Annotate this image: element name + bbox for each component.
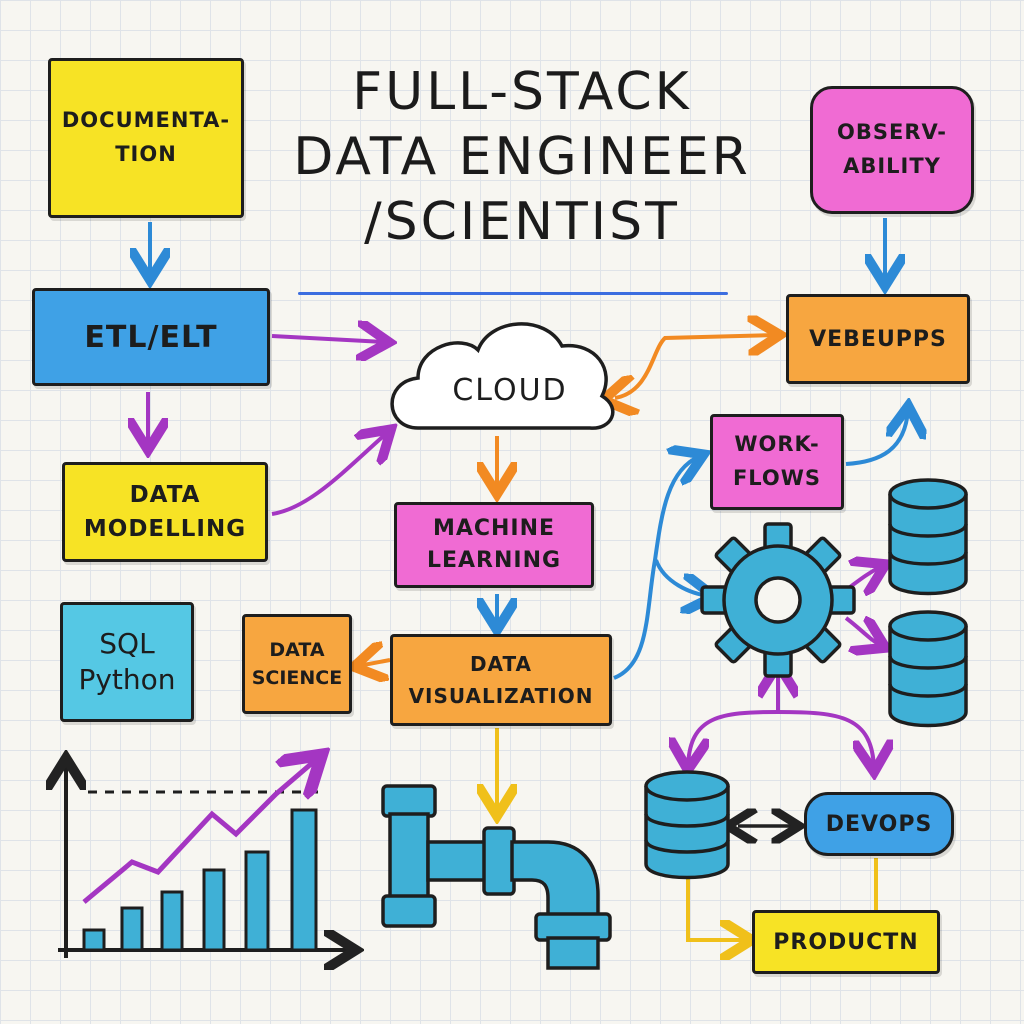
node-label: TION bbox=[115, 142, 177, 166]
node-label: FLOWS bbox=[732, 466, 822, 490]
node-data-visualization: DATA VISUALIZATION bbox=[390, 634, 612, 726]
node-label: CLOUD bbox=[452, 372, 568, 408]
node-label: SQL bbox=[99, 626, 155, 660]
node-label: DATA bbox=[269, 638, 325, 661]
node-label: MODELLING bbox=[83, 516, 247, 542]
arrow-workflows-vebeupps bbox=[845, 410, 908, 466]
title-line-3: /SCIENTIST bbox=[364, 192, 680, 252]
node-label: VISUALIZATION bbox=[408, 684, 594, 708]
bar-chart-icon bbox=[58, 758, 352, 958]
node-cloud: CLOUD bbox=[430, 366, 590, 414]
gear-icon bbox=[700, 522, 856, 678]
node-devops: DEVOPS bbox=[804, 792, 954, 856]
title-line-1: FULL-STACK bbox=[352, 62, 692, 122]
arrow-dataviz-workflows bbox=[613, 456, 700, 680]
arrow-cloud-vebeupps bbox=[615, 335, 776, 398]
cloud-icon bbox=[390, 322, 615, 430]
node-label: OBSERV- bbox=[837, 120, 947, 145]
node-label: DATA bbox=[129, 481, 201, 508]
node-label: ETL/ELT bbox=[84, 319, 218, 355]
node-label: VEBEUPPS bbox=[809, 326, 947, 352]
node-label: DEVOPS bbox=[825, 811, 933, 837]
node-observability: OBSERV- ABILITY bbox=[810, 86, 974, 214]
node-label: DATA bbox=[469, 652, 533, 676]
node-label: MACHINE bbox=[432, 516, 556, 542]
node-label: PRODUCTN bbox=[773, 929, 919, 955]
node-data-science: DATA SCIENCE bbox=[242, 614, 352, 714]
node-documentation: DOCUMENTA- TION bbox=[48, 58, 244, 218]
arrow-gear-db-lower bbox=[844, 618, 882, 646]
arrow-fork-devops bbox=[777, 710, 874, 768]
node-label: ABILITY bbox=[843, 154, 941, 178]
node-sql-python: SQL Python bbox=[60, 602, 194, 722]
database-icon bbox=[888, 610, 968, 728]
node-label: DOCUMENTA- bbox=[61, 108, 231, 133]
arrow-modelling-cloud bbox=[271, 432, 388, 516]
node-machine-learning: MACHINE LEARNING bbox=[394, 502, 594, 588]
node-label: LEARNING bbox=[426, 548, 562, 573]
title-underline bbox=[298, 292, 728, 295]
arrow-etl-cloud bbox=[271, 336, 385, 342]
title-line-2: DATA ENGINEER bbox=[293, 127, 751, 187]
database-icon bbox=[644, 770, 730, 880]
node-data-modelling: DATA MODELLING bbox=[62, 462, 268, 562]
node-productn: PRODUCTN bbox=[752, 910, 940, 974]
node-workflows: WORK- FLOWS bbox=[710, 414, 844, 510]
node-etl: ETL/ELT bbox=[32, 288, 270, 386]
arrow-db-productn bbox=[686, 876, 748, 940]
node-vebeupps: VEBEUPPS bbox=[786, 294, 970, 384]
diagram-title: FULL-STACK DATA ENGINEER /SCIENTIST bbox=[262, 60, 782, 255]
arrow-fork-db bbox=[688, 710, 779, 766]
database-icon bbox=[888, 478, 968, 596]
arrow-dataviz-datascience bbox=[358, 660, 391, 666]
node-label: WORK- bbox=[734, 432, 820, 457]
node-label: Python bbox=[78, 663, 176, 696]
node-label: SCIENCE bbox=[251, 667, 343, 689]
pipe-icon bbox=[381, 784, 612, 970]
